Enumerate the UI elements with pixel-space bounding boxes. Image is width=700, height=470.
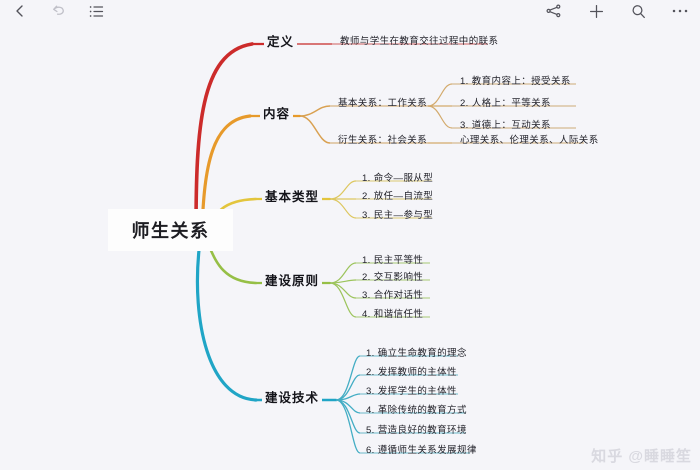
node-basic-relation[interactable]: 基本关系：工作关系	[338, 98, 428, 109]
share-icon[interactable]	[546, 3, 562, 19]
branch-label-principles[interactable]: 建设原则	[262, 269, 323, 290]
node-technique-environment[interactable]: 5. 营造良好的教育环境	[366, 425, 467, 436]
top-toolbar	[0, 0, 700, 22]
node-technique-teacher-subject[interactable]: 2. 发挥教师的主体性	[366, 367, 457, 378]
node-technique-development-law[interactable]: 6. 遵循师生关系发展规律	[366, 445, 477, 456]
node-derived-detail[interactable]: 心理关系、伦理关系、人际关系	[460, 135, 599, 146]
root-node[interactable]: 师生关系	[108, 209, 233, 251]
node-technique-student-subject[interactable]: 3. 发挥学生的主体性	[366, 386, 457, 397]
node-content-personality[interactable]: 2. 人格上：平等关系	[460, 98, 551, 109]
watermark: 知乎 @睡睡笙	[591, 448, 692, 465]
node-technique-reform-tradition[interactable]: 4. 革除传统的教育方式	[366, 405, 467, 416]
node-definition-detail[interactable]: 教师与学生在教育交往过程中的联系	[340, 36, 499, 47]
node-type-laissez[interactable]: 2. 放任—自流型	[362, 191, 434, 202]
toolbar-left-group	[12, 3, 104, 19]
outline-list-icon[interactable]	[88, 3, 104, 19]
branch-label-definition[interactable]: 定义	[264, 30, 298, 51]
node-principle-harmony[interactable]: 4. 和谐信任性	[362, 309, 424, 320]
node-type-command[interactable]: 1. 命令—服从型	[362, 173, 434, 184]
back-icon[interactable]	[12, 3, 28, 19]
add-icon[interactable]	[588, 3, 604, 19]
branch-label-content[interactable]: 内容	[260, 102, 294, 123]
node-content-morality[interactable]: 3. 道德上：互动关系	[460, 120, 551, 131]
node-content-teaching[interactable]: 1. 教育内容上：授受关系	[460, 76, 571, 87]
node-technique-life-education[interactable]: 1. 确立生命教育的理念	[366, 348, 467, 359]
node-derived-relation[interactable]: 衍生关系：社会关系	[338, 135, 428, 146]
node-type-democratic[interactable]: 3. 民主—参与型	[362, 210, 434, 221]
node-principle-cooperation[interactable]: 3. 合作对话性	[362, 290, 424, 301]
more-icon[interactable]	[672, 3, 688, 19]
root-node-label: 师生关系	[131, 221, 210, 241]
undo-icon[interactable]	[50, 3, 66, 19]
branch-label-techniques[interactable]: 建设技术	[262, 386, 323, 407]
branch-label-basic-types[interactable]: 基本类型	[262, 185, 323, 206]
toolbar-right-group	[546, 3, 688, 19]
search-icon[interactable]	[630, 3, 646, 19]
node-principle-equality[interactable]: 1. 民主平等性	[362, 255, 424, 266]
node-principle-interaction[interactable]: 2. 交互影响性	[362, 272, 424, 283]
